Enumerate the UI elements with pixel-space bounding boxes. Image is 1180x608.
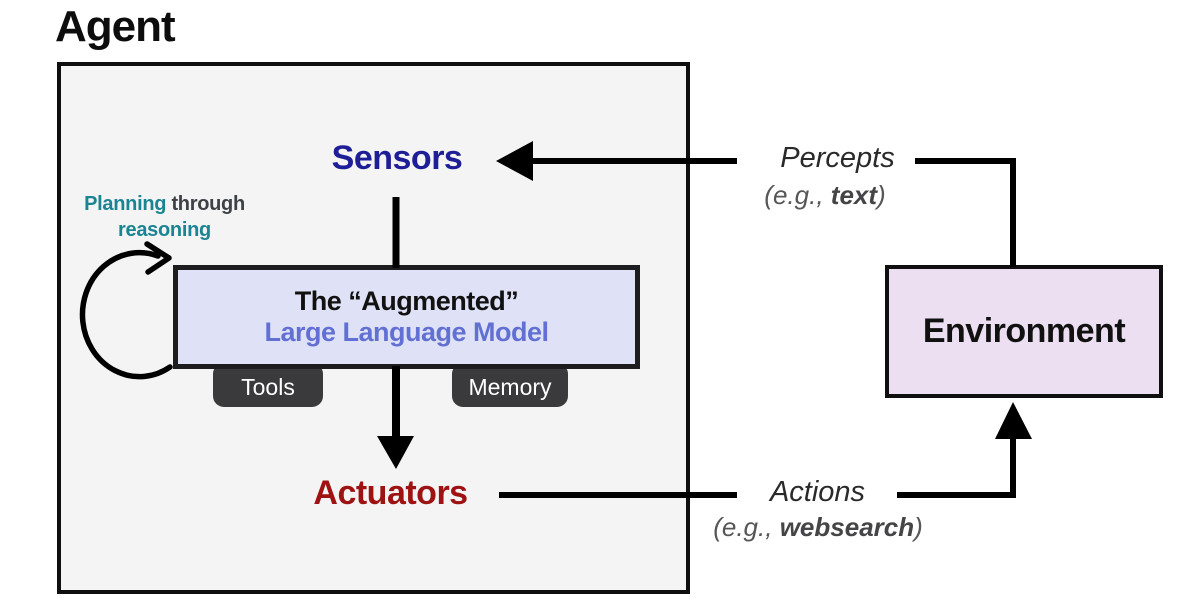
environment-box: Environment bbox=[885, 265, 1163, 398]
percepts-example-prefix: (e.g., bbox=[764, 180, 831, 210]
percepts-example-suffix: ) bbox=[877, 180, 886, 210]
planning-annotation: Planning through reasoning bbox=[62, 191, 267, 243]
actuators-label: Actuators bbox=[313, 474, 468, 512]
environment-label: Environment bbox=[922, 312, 1126, 350]
environment-arrowhead-icon bbox=[995, 402, 1032, 439]
actions-example-bold: websearch bbox=[779, 512, 915, 542]
llm-title-line1: The “Augmented” bbox=[294, 285, 519, 316]
tools-tab: Tools bbox=[213, 363, 323, 407]
actions-line-right-elbow bbox=[897, 438, 1016, 498]
planning-word-1: Planning bbox=[84, 193, 167, 215]
llm-title-line2: Large Language Model bbox=[264, 317, 549, 347]
percepts-example-bold: text bbox=[830, 180, 878, 210]
memory-tab: Memory bbox=[452, 363, 568, 407]
planning-word-3: reasoning bbox=[118, 219, 211, 241]
actions-example: (e.g., websearch) bbox=[698, 512, 938, 543]
planning-word-2: through bbox=[171, 193, 245, 215]
sensors-label: Sensors bbox=[331, 139, 463, 177]
percepts-label: Percepts bbox=[780, 142, 895, 174]
actions-example-prefix: (e.g., bbox=[713, 512, 780, 542]
percepts-example: (e.g., text) bbox=[725, 180, 925, 211]
llm-box: The “Augmented” Large Language Model bbox=[173, 265, 640, 369]
agent-title: Agent bbox=[55, 2, 176, 51]
percepts-line-right-elbow bbox=[915, 158, 1016, 267]
actions-example-suffix: ) bbox=[914, 512, 923, 542]
actions-label: Actions bbox=[769, 476, 866, 508]
